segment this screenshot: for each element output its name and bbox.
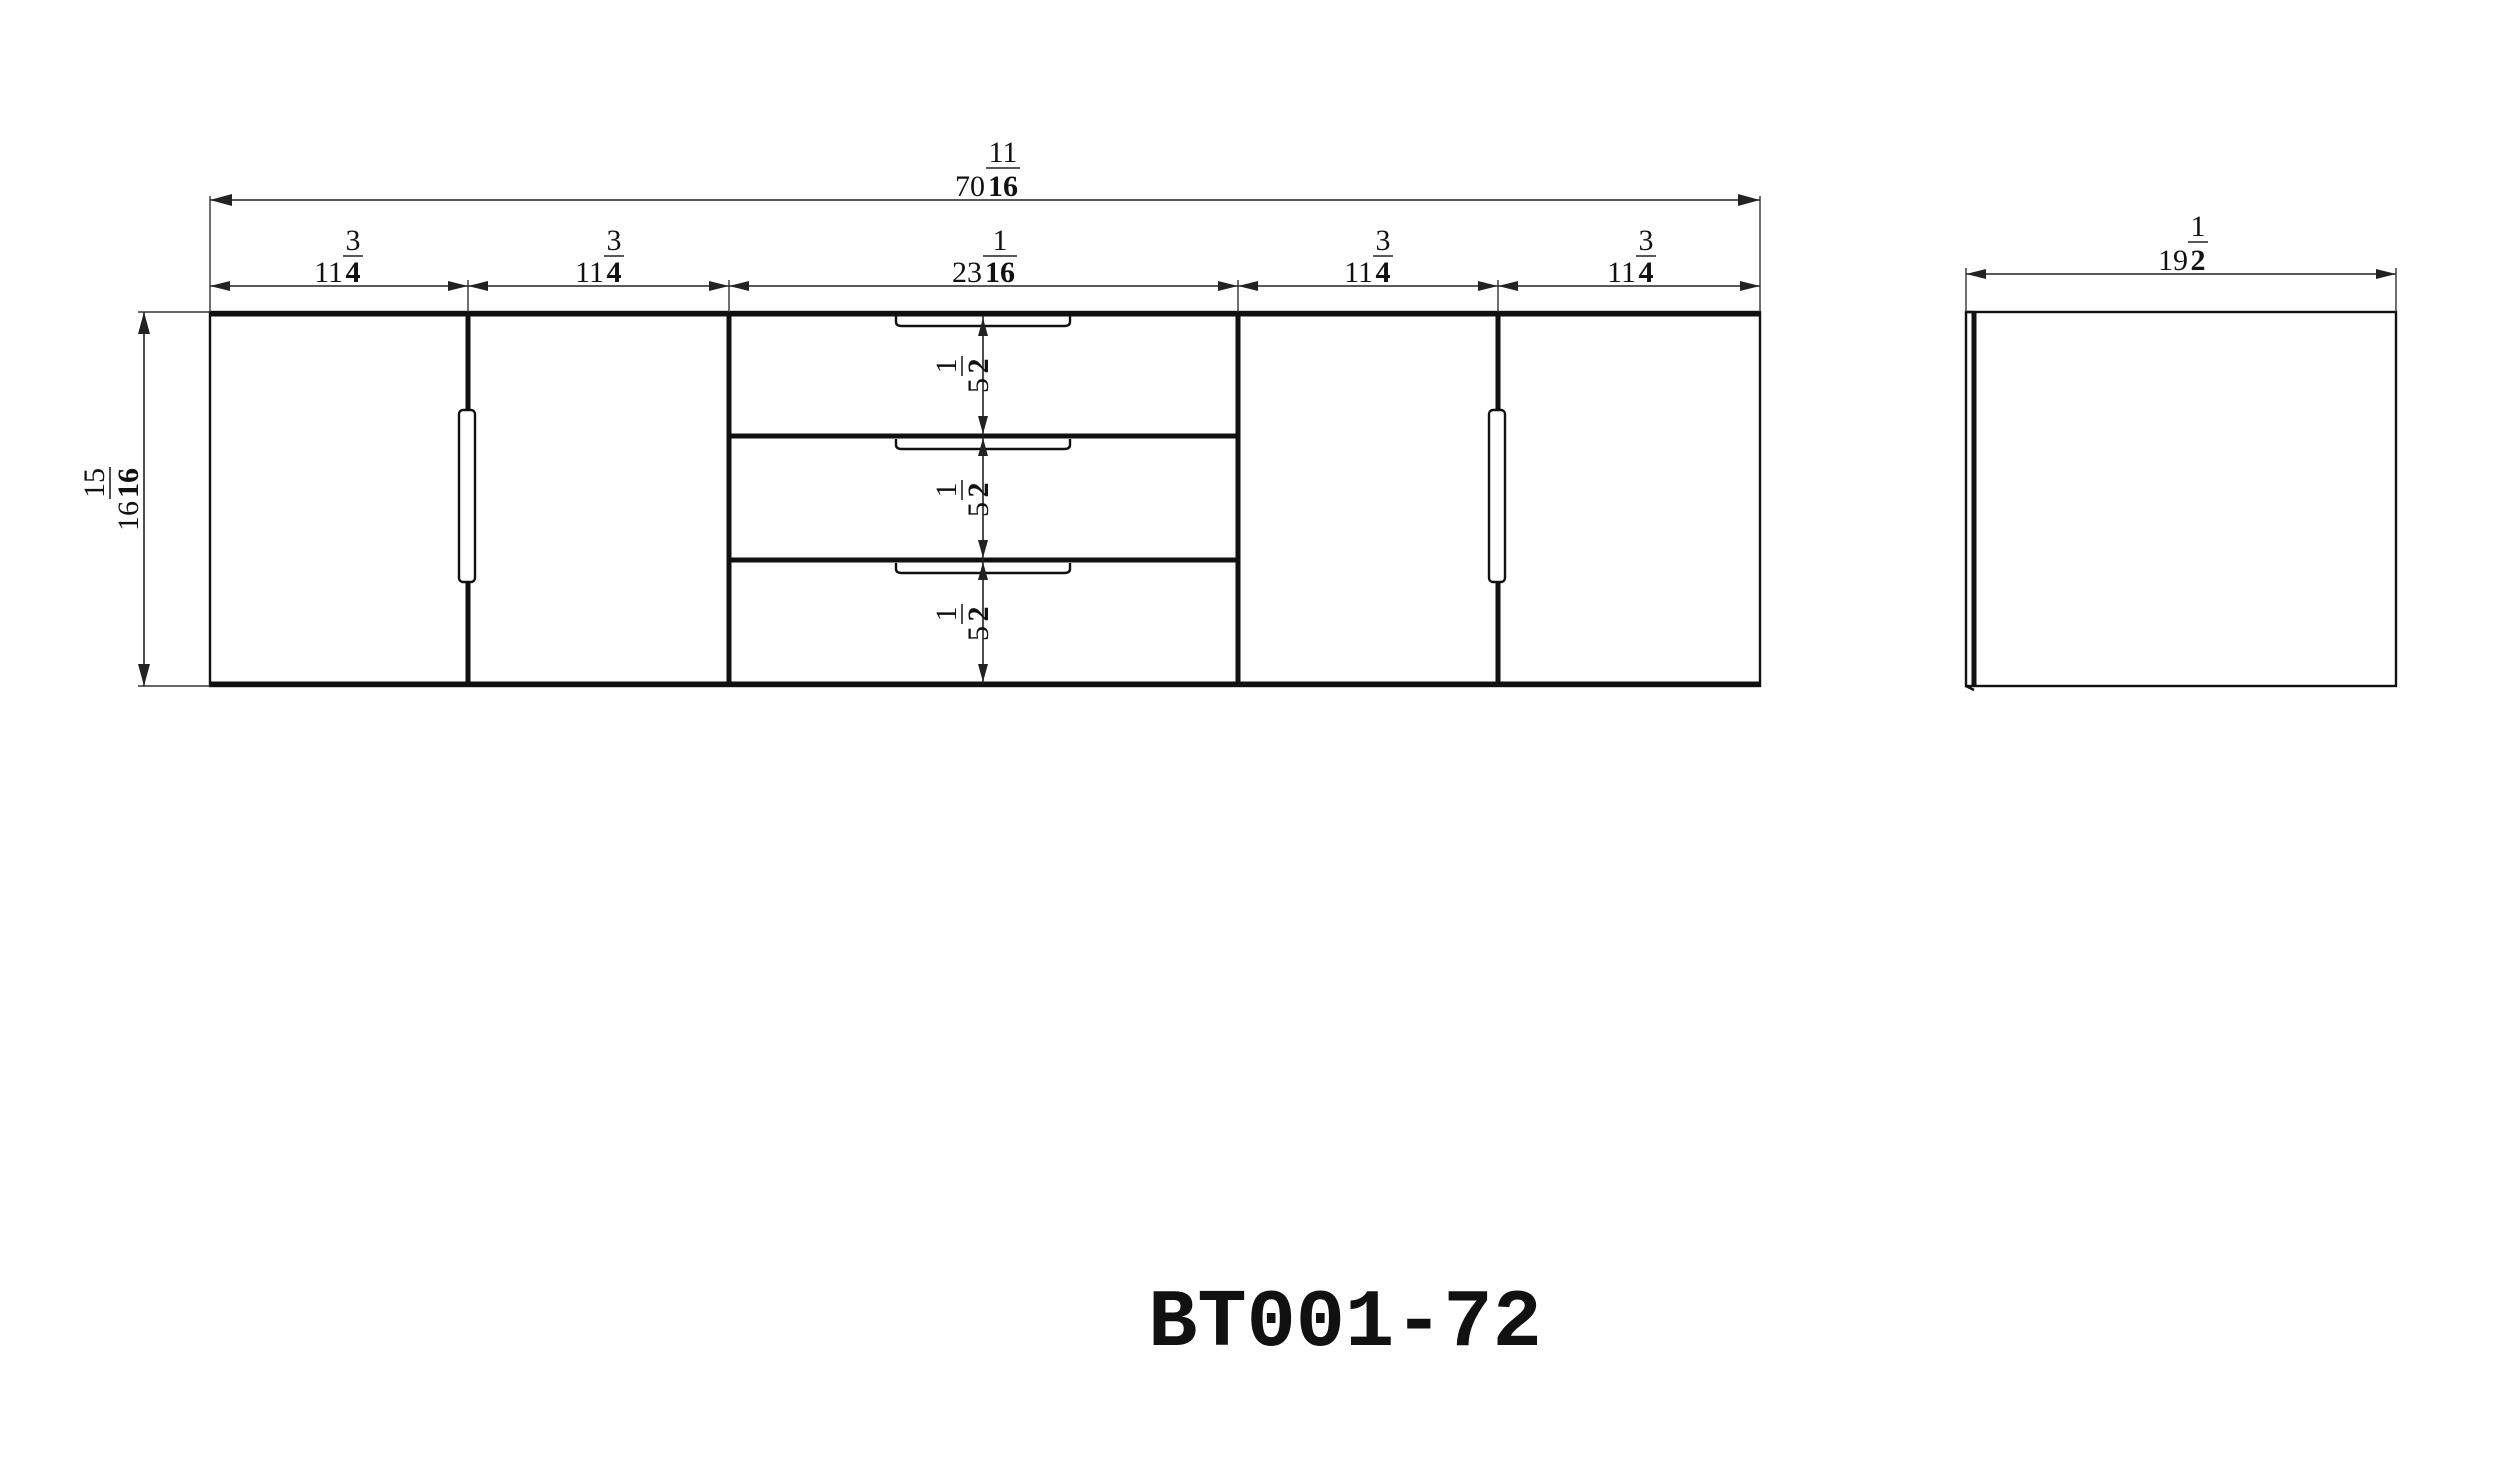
overall-width-numerator: 11 bbox=[989, 136, 1018, 169]
svg-text:4: 4 bbox=[1376, 256, 1391, 289]
svg-text:16: 16 bbox=[985, 256, 1015, 289]
drawer-2-height: 5 1 2 bbox=[930, 480, 995, 517]
section-2-width: 11 3 4 bbox=[575, 224, 624, 289]
overall-height-denominator: 16 bbox=[112, 468, 145, 498]
depth-numerator: 1 bbox=[2191, 210, 2206, 243]
drawer-height-dimensions: 5 1 2 5 1 2 5 1 2 bbox=[930, 316, 995, 684]
svg-text:11: 11 bbox=[1344, 256, 1373, 289]
svg-text:3: 3 bbox=[1639, 224, 1654, 257]
section-width-dimensions: 11 3 4 11 3 4 23 1 16 11 3 bbox=[210, 224, 1760, 312]
svg-text:11: 11 bbox=[314, 256, 343, 289]
svg-text:3: 3 bbox=[346, 224, 361, 257]
svg-text:1: 1 bbox=[930, 483, 963, 498]
overall-height-dimension: 16 15 16 bbox=[78, 311, 210, 687]
front-view: 70 11 16 11 3 bbox=[78, 136, 1762, 688]
svg-text:4: 4 bbox=[1639, 256, 1654, 289]
svg-text:4: 4 bbox=[607, 256, 622, 289]
overall-height-whole: 16 bbox=[112, 501, 145, 531]
svg-text:5: 5 bbox=[962, 626, 995, 641]
door-handle-left bbox=[457, 408, 477, 584]
svg-text:2: 2 bbox=[962, 359, 995, 374]
overall-height-numerator: 15 bbox=[78, 468, 111, 498]
section-4-width: 11 3 4 bbox=[1344, 224, 1393, 289]
side-body bbox=[1964, 310, 2398, 688]
svg-text:11: 11 bbox=[575, 256, 604, 289]
door-handle-right bbox=[1487, 408, 1507, 584]
svg-text:4: 4 bbox=[346, 256, 361, 289]
svg-text:23: 23 bbox=[952, 256, 982, 289]
depth-dimension: 19 1 2 bbox=[1965, 210, 2397, 312]
overall-width-whole: 70 bbox=[955, 170, 985, 203]
svg-text:3: 3 bbox=[1376, 224, 1391, 257]
side-view: 19 1 2 bbox=[1964, 210, 2398, 692]
svg-text:11: 11 bbox=[1607, 256, 1636, 289]
drawer-3-height: 5 1 2 bbox=[930, 604, 995, 641]
overall-width-denominator: 16 bbox=[988, 170, 1018, 203]
svg-text:2: 2 bbox=[962, 607, 995, 622]
svg-text:1: 1 bbox=[930, 359, 963, 374]
svg-text:5: 5 bbox=[962, 378, 995, 393]
depth-whole: 19 bbox=[2158, 244, 2188, 277]
depth-denominator: 2 bbox=[2191, 244, 2206, 277]
svg-text:2: 2 bbox=[962, 483, 995, 498]
model-number: BT001-72 bbox=[1148, 1277, 1542, 1370]
svg-text:3: 3 bbox=[607, 224, 622, 257]
svg-text:1: 1 bbox=[930, 607, 963, 622]
section-5-width: 11 3 4 bbox=[1607, 224, 1656, 289]
svg-text:5: 5 bbox=[962, 502, 995, 517]
overall-width-dimension: 70 11 16 bbox=[209, 136, 1761, 312]
drawer-1-height: 5 1 2 bbox=[930, 356, 995, 393]
svg-text:1: 1 bbox=[993, 224, 1008, 257]
section-3-width: 23 1 16 bbox=[952, 224, 1017, 289]
section-1-width: 11 3 4 bbox=[314, 224, 363, 289]
